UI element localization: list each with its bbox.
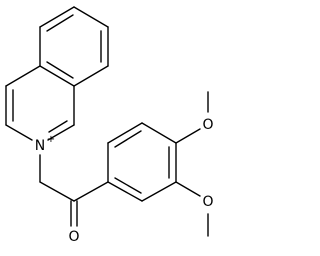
methoxy-group-top: O	[175, 91, 214, 144]
double-bond	[46, 61, 74, 79]
methoxy-oxygen-bottom-label: O	[202, 194, 213, 210]
bond	[107, 181, 143, 202]
methoxy-group-bottom: O	[175, 181, 214, 237]
aryl-o-bond	[175, 128, 201, 144]
dimethoxyphenyl-ring	[107, 122, 177, 202]
double-bond	[48, 120, 68, 133]
methoxy-oxygen-top-label: O	[202, 117, 213, 133]
bond	[107, 122, 143, 144]
bond	[39, 6, 75, 28]
bond	[141, 181, 177, 202]
bond	[5, 124, 33, 141]
isoquinoline-pyridinium-ring	[5, 65, 75, 141]
structure-canvas: N + O O O	[5, 6, 214, 245]
bond	[73, 6, 109, 28]
ch2-carbonyl-bond	[39, 181, 75, 202]
nitrogen-label: N	[35, 138, 45, 154]
bond	[5, 65, 41, 87]
molecule-structure: N + O O O	[5, 6, 214, 245]
carbonyl-group: O	[68, 200, 80, 245]
bond	[47, 124, 75, 141]
double-bond	[46, 14, 74, 32]
double-bond	[114, 130, 142, 148]
bond	[73, 65, 109, 87]
bond	[39, 65, 75, 87]
nitrogen-atom: N +	[35, 134, 55, 154]
carbonyl-oxygen-label: O	[68, 229, 79, 245]
double-bond	[114, 177, 142, 194]
carbonyl-aryl-bond	[73, 181, 109, 202]
positive-charge: +	[47, 134, 55, 145]
isoquinoline-benzo-ring	[39, 6, 109, 87]
aryl-o-bond	[175, 181, 201, 197]
bond	[141, 122, 177, 144]
